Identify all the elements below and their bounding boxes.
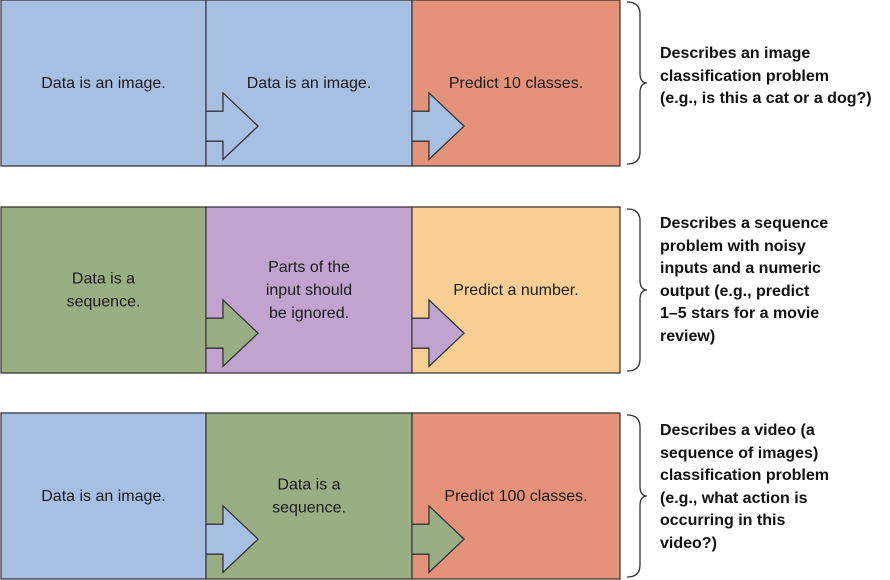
block-label-row2-3: Predict a number. [453,282,578,299]
brace-row3 [626,414,648,578]
brace-row1 [626,1,648,165]
block-label-row2-1: Data is a [72,271,135,288]
arrow-row1-2 [411,91,465,161]
brace-row2 [626,208,648,372]
block-label-row3-2: sequence. [272,500,346,517]
block-label-row1-2: Data is an image. [247,75,372,92]
block-label-row2-2: input should [266,282,352,299]
block-label-row2-2: be ignored. [269,305,349,322]
row-1-description: Describes an image classification proble… [660,45,872,107]
arrow-row2-2 [411,298,465,368]
block-label-row3-1: Data is an image. [41,488,166,505]
block-label-row1-3: Predict 10 classes. [449,75,583,92]
row-3-description: Describes a video (a sequence of images)… [660,422,829,552]
block-label-row2-1: sequence. [67,294,141,311]
block-label-row2-2: Parts of the [268,259,350,276]
row-2-description: Describes a sequence problem with noisy … [660,215,829,345]
block-row2-1 [0,206,207,374]
arrow-row3-1 [205,504,259,574]
arrow-row3-2 [411,504,465,574]
block-label-row3-3: Predict 100 classes. [444,488,587,505]
arrow-row1-1 [205,91,259,161]
block-label-row3-2: Data is a [277,477,340,494]
arrow-row2-1 [205,298,259,368]
block-label-row1-1: Data is an image. [41,75,166,92]
